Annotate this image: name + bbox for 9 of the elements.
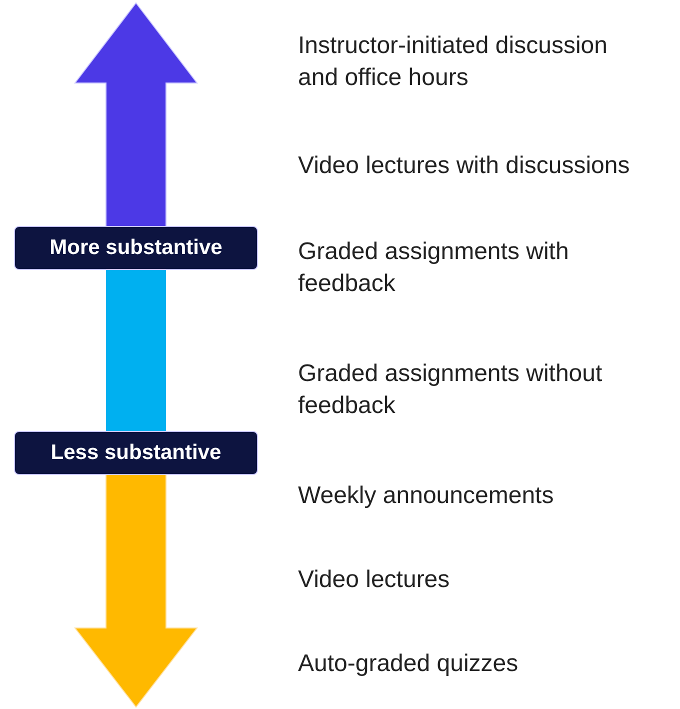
scale-label: Less substantive [14, 431, 258, 475]
scale-item-text: Graded assignments without feedback [298, 359, 604, 421]
scale-item-text: Instructor-initiated discussion and office hours [298, 31, 608, 93]
scale-item-text: Graded assignments with feedback [298, 237, 570, 299]
scale-item-text: Video lectures [298, 565, 451, 595]
scale-item-text: Weekly announcements [298, 481, 555, 511]
scale-item-text: Video lectures with discussions [298, 151, 631, 181]
scale-label: More substantive [14, 226, 258, 270]
scale-item-text: Auto-graded quizzes [298, 649, 520, 679]
